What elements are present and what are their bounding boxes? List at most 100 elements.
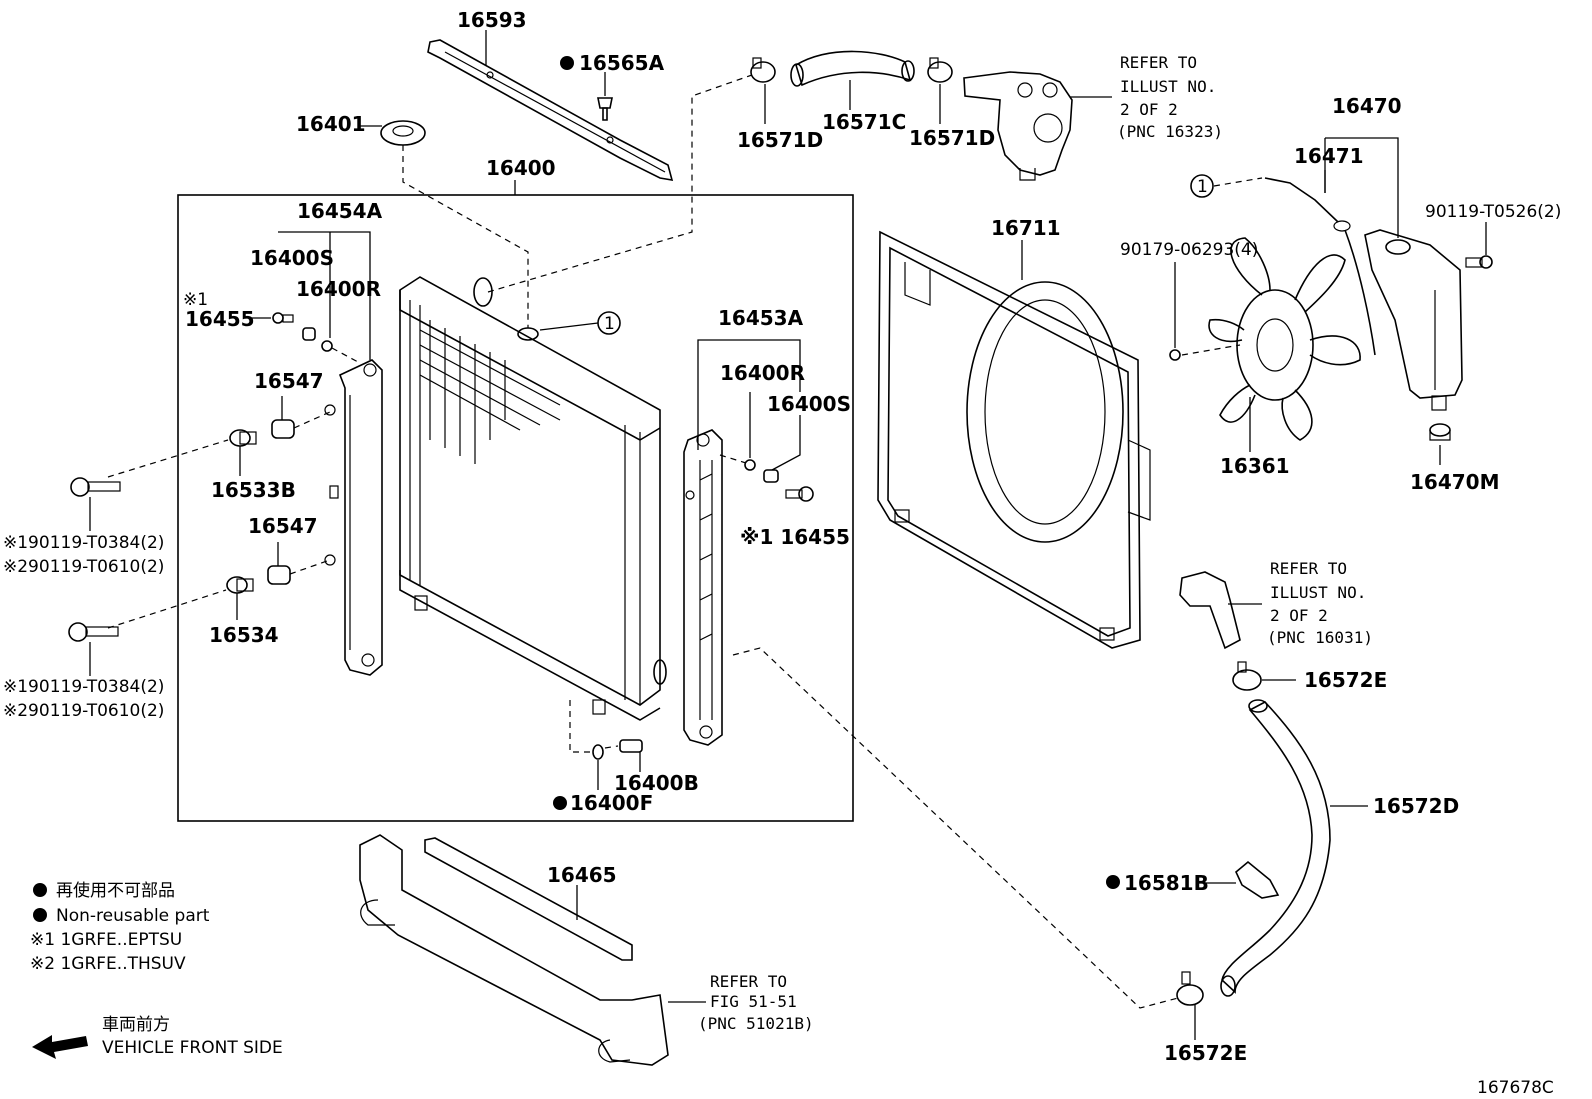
leader-16453A (697, 339, 801, 450)
label-16361: 16361 (1220, 454, 1290, 478)
ref-top-line4: (PNC 16323) (1117, 122, 1223, 141)
radiator-core (399, 276, 667, 721)
label-mark1-left: ※1 (183, 290, 208, 310)
label-bolt-upper-2: ※290119-T0610(2) (3, 557, 164, 577)
bolt-90119-T0526 (1465, 222, 1493, 269)
cooling-fan (1208, 237, 1361, 452)
legend-jp-front: 車両前方 (102, 1015, 170, 1035)
label-16534: 16534 (209, 623, 279, 647)
label-16471: 16471 (1294, 144, 1364, 168)
left-upper-dash (107, 411, 331, 478)
cushion-16547-upper (271, 396, 295, 439)
ref-circle-lead (539, 322, 599, 331)
ref-top-line2: ILLUST NO. (1120, 77, 1216, 96)
radiator-assembly-box (177, 194, 854, 822)
radiator-support-seal (427, 39, 674, 181)
cushion-16547-lower (267, 542, 291, 585)
label-16454A: 16454A (297, 199, 383, 223)
nonreusable-dot-16400F (553, 796, 567, 810)
label-bolt-lower-2: ※290119-T0610(2) (3, 701, 164, 721)
nonreusable-dot-16581B (1106, 875, 1120, 889)
circle-1-reservoir-text: 1 (1197, 177, 1208, 197)
legend-dot-en (33, 908, 47, 922)
nut-90179 (1169, 262, 1181, 361)
label-16470M: 16470M (1410, 470, 1499, 494)
lower-support-bracket (359, 834, 706, 1066)
label-16593: 16593 (457, 8, 527, 32)
bolt-90119-upper (70, 477, 121, 531)
bolt-90119-lower (68, 622, 119, 676)
diagram-id: 167678C (1477, 1078, 1554, 1098)
label-16572E-upper: 16572E (1304, 668, 1387, 692)
nut-dash (1181, 344, 1241, 356)
label-16711: 16711 (991, 216, 1061, 240)
lower-hose (1220, 699, 1368, 997)
hose-clamp-16571D-a (750, 57, 776, 124)
reservoir-dash (1213, 177, 1263, 187)
grommet-16400R-right (744, 392, 756, 471)
ref-top-line1: REFER TO (1120, 53, 1197, 72)
label-16400R-left: 16400R (296, 277, 381, 301)
right-upper-dash (719, 454, 747, 464)
upper-hose (790, 50, 915, 110)
ref-bottom-line3: (PNC 51021B) (698, 1014, 814, 1033)
shroud-dash (732, 647, 1179, 1009)
clip-16565A (597, 72, 613, 121)
ref-mid-line2: ILLUST NO. (1270, 583, 1366, 602)
label-16581B: 16581B (1124, 871, 1209, 895)
label-16571D-b: 16571D (909, 126, 995, 150)
left-lower-dash (107, 559, 331, 629)
hose-clamp-16571D-b (927, 57, 953, 124)
legend-note2: ※2 1GRFE..THSUV (30, 954, 186, 974)
cushion-16400S-right (763, 415, 801, 483)
radiator-support-rh (683, 429, 723, 746)
ref-bottom-line1: REFER TO (710, 972, 787, 991)
label-16547-upper: 16547 (254, 369, 324, 393)
reservoir-tank (1364, 229, 1463, 411)
water-outlet-housing (963, 71, 1112, 181)
oring-16400F (592, 744, 604, 790)
label-16455-left: 16455 (185, 307, 255, 331)
label-90179-06293: 90179-06293(4) (1120, 240, 1258, 260)
drain-cock-16400B (619, 739, 643, 772)
ref-bottom-line2: FIG 51-51 (710, 992, 797, 1011)
fan-shroud (877, 230, 1151, 649)
hose-clamp-16572E-lower (1176, 971, 1204, 1040)
clamp-16581B (1198, 860, 1280, 899)
ref-mid-line1: REFER TO (1270, 559, 1347, 578)
drain-dash (569, 700, 619, 753)
water-inlet-housing (1179, 571, 1262, 650)
label-bolt-lower-1: ※190119-T0384(2) (3, 677, 164, 697)
circle-1-radiator-text: 1 (604, 314, 615, 334)
label-16533B: 16533B (211, 478, 296, 502)
ref-circle-reservoir (1190, 174, 1214, 198)
nonreusable-dot-16565A (560, 56, 574, 70)
cushion-16400S-left (302, 327, 316, 341)
label-16455-right: ※1 16455 (740, 525, 850, 549)
ref-top-line3: 2 OF 2 (1120, 100, 1178, 119)
bolt-16455-left (245, 312, 294, 324)
label-16400R-right: 16400R (720, 361, 805, 385)
legend-en-nonreusable: Non-reusable part (56, 906, 210, 926)
hose-clamp-16572E-upper (1232, 661, 1296, 691)
grommet-16534 (226, 576, 254, 620)
radiator-support-lh (324, 359, 383, 676)
label-16400S-right: 16400S (767, 392, 851, 416)
label-16400B: 16400B (614, 771, 699, 795)
radiator-cap (358, 120, 426, 146)
label-16401: 16401 (296, 112, 366, 136)
grommet-16533B (229, 429, 257, 476)
front-arrow-icon (32, 1035, 88, 1059)
label-16565A: 16565A (579, 51, 665, 75)
label-16400: 16400 (486, 156, 556, 180)
upper-hose-dash (487, 74, 753, 293)
legend-dot-jp (33, 883, 47, 897)
label-16547-lower: 16547 (248, 514, 318, 538)
legend-note1: ※1 1GRFE..EPTSU (30, 930, 182, 950)
legend-jp-nonreusable: 再使用不可部品 (56, 880, 175, 901)
label-16400S-left: 16400S (250, 246, 334, 270)
legend-en-front: VEHICLE FRONT SIDE (102, 1038, 283, 1058)
label-16465: 16465 (547, 863, 617, 887)
label-16470: 16470 (1332, 94, 1402, 118)
